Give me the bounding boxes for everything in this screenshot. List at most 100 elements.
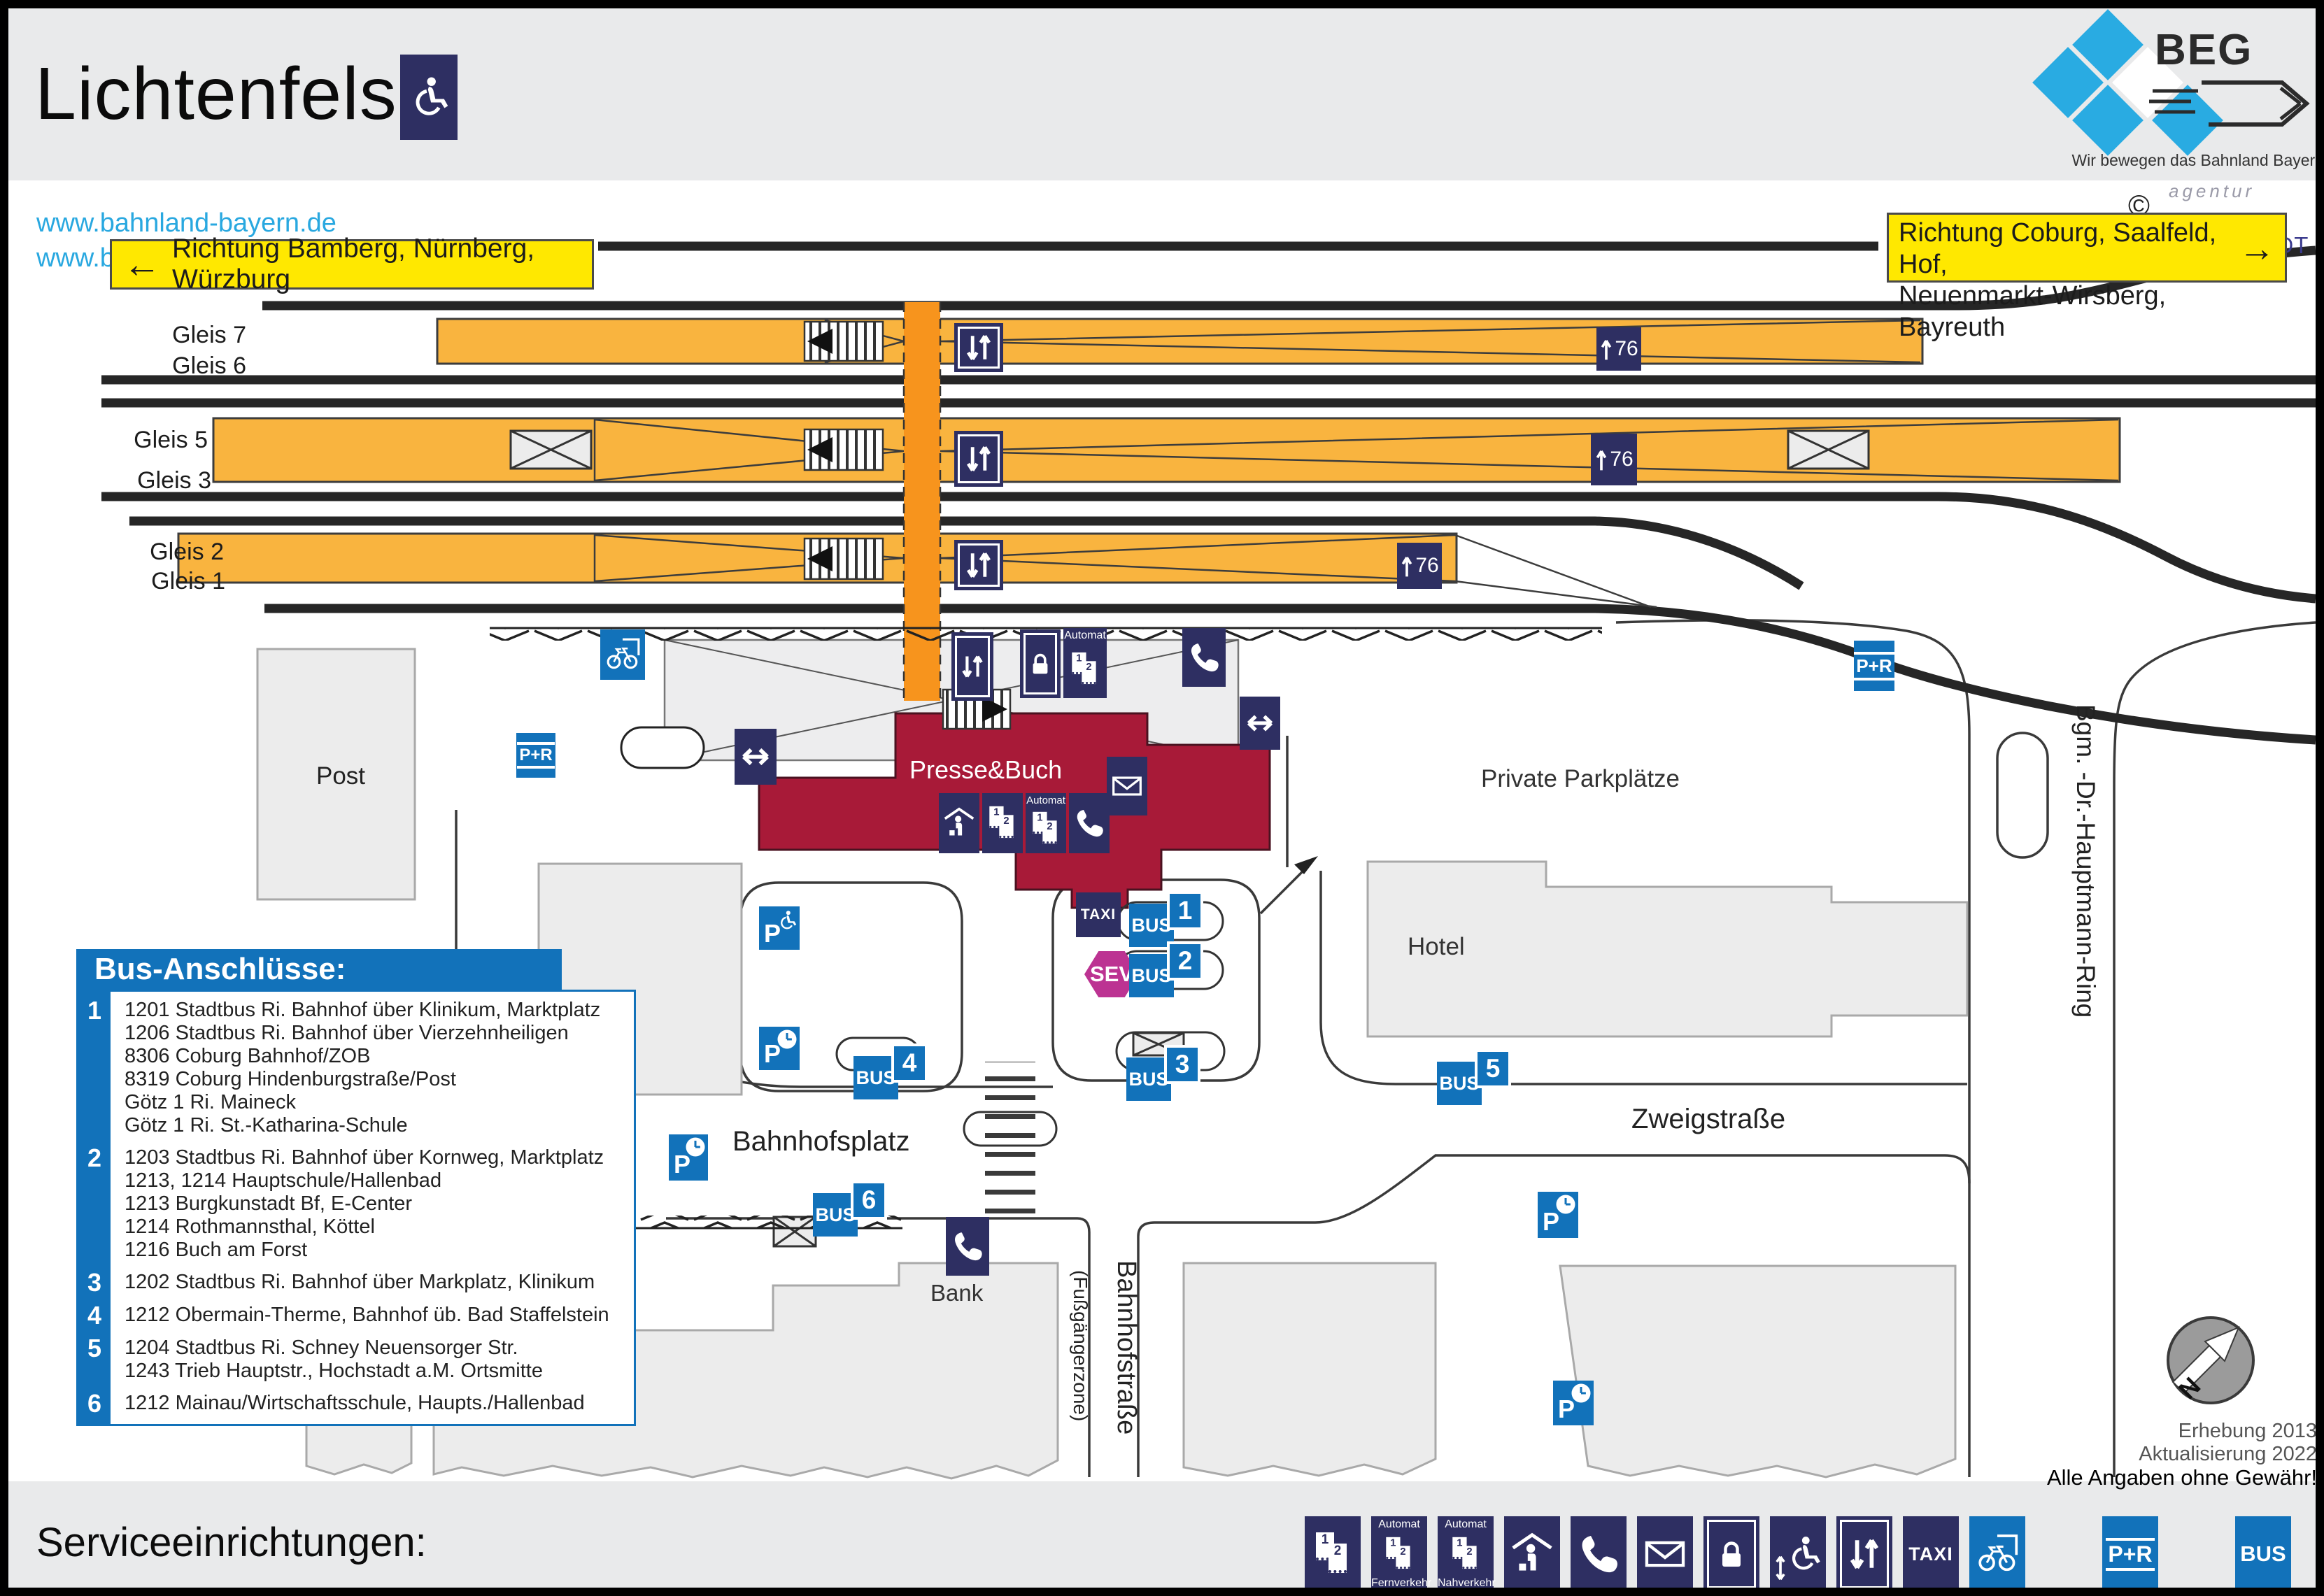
note-line: Erhebung 2013 [2178,1420,2317,1442]
park-and-ride-icon: P+R [516,733,555,778]
mailbox-icon [1637,1516,1693,1588]
park-and-ride-icon: P+R [2102,1516,2158,1588]
building-east-1 [1182,1262,1437,1477]
luggage-locker-icon [1020,629,1061,698]
station-access-icon [1240,697,1280,750]
label-zweigstrasse: Zweigstraße [1631,1104,1786,1134]
kiosk-capsule [620,726,705,769]
shelters [509,429,1870,1248]
label-gleis-2: Gleis 2 [150,539,224,565]
label-gleis-3: Gleis 3 [137,467,211,494]
service-facilities-title: Serviceeinrichtungen: [36,1520,427,1565]
note-line: Aktualisierung 2022 [2139,1443,2317,1465]
label-presse-buch: Presse&Buch [909,755,1063,784]
elevator-icon [954,540,1003,590]
survey-notes: Erhebung 2013 Aktualisierung 2022 Alle A… [2023,1420,2317,1490]
bus-stop-icon: BUS [2235,1516,2291,1588]
stairs-platform-7-6 [803,320,884,362]
luggage-locker-icon [1703,1516,1759,1588]
stairs-platform-2-1 [803,537,884,580]
north-compass [2167,1316,2255,1404]
waiting-room-icon [939,793,979,853]
building-east-2 [1559,1264,1957,1479]
hotel-building [1366,860,1969,1038]
platform-height-sign: 76 [1596,327,1641,371]
post-building [256,648,416,901]
note-disclaimer: Alle Angaben ohne Gewähr! [2046,1465,2317,1490]
bike-parking-icon [1969,1516,2025,1588]
short-term-parking-icon: P [759,1027,800,1070]
platform-height-sign: 76 [1591,434,1637,485]
beg-logo: BEG Wir bewegen das Bahnland Bayern [2002,9,2324,180]
short-term-parking-icon: P [1553,1381,1594,1425]
telephone-icon [946,1217,989,1276]
wheelchair-lift-icon [1770,1516,1826,1588]
platform-height-sign: 76 [1397,543,1442,589]
label-hotel: Hotel [1408,933,1465,960]
waiting-room-icon [1504,1516,1560,1588]
telephone-icon [1069,793,1110,853]
beg-tagline: Wir bewegen das Bahnland Bayern [2071,151,2324,169]
mailbox-icon [1107,757,1147,815]
label-gleis-1: Gleis 1 [151,568,225,594]
page-title: Lichtenfels [35,52,397,135]
elevator-icon [954,323,1003,372]
elevator-icon [954,431,1003,487]
stairs-platform-5-3 [803,428,884,471]
train-icon [2149,80,2310,127]
shelter-platform-5-3-west [509,429,593,470]
label-bank: Bank [930,1280,984,1306]
legend-title: Bus-Anschlüsse: [76,949,562,990]
label-gleis-5: Gleis 5 [134,427,208,453]
link-bahnland-bayern[interactable]: www.bahnland-bayern.de [36,208,336,238]
direction-sign-west: ← Richtung Bamberg, Nürnberg, Würzburg [110,234,594,294]
short-term-parking-icon: P [669,1134,708,1181]
beg-wordmark: BEG [2155,26,2253,74]
crosswalk [985,1062,1035,1218]
elevator-icon [951,632,993,701]
direction-sign-east: Richtung Coburg, Saalfeld, Hof,→ Neuenma… [1887,213,2287,342]
label-hauptmann-ring: Bgm. -Dr.-Hauptmann-Ring [2071,704,2100,1018]
driveway-arrow [1294,856,1318,874]
label-post: Post [316,762,366,790]
roads [455,619,2316,1477]
label-gleis-6: Gleis 6 [172,352,246,379]
label-gleis-7: Gleis 7 [172,322,246,348]
label-bahnhofsplatz: Bahnhofsplatz [732,1126,910,1157]
agency-top: agentur [2169,180,2255,201]
short-term-parking-icon: P [1538,1192,1578,1238]
arrow-left-icon: ← [123,243,161,285]
header-band [8,8,2316,180]
taxi-stand-icon: TAXI [1903,1516,1959,1588]
wheelchair-icon [400,55,458,140]
shelter-platform-5-3-east [1787,429,1870,470]
label-bahnhofstrasse: Bahnhofstraße [1112,1260,1141,1435]
legend-number-strip [78,992,111,1424]
arrow-right-icon: → [2239,229,2275,269]
taxi-stand-icon: TAXI [1076,892,1121,937]
label-fussgaengerzone: (Fußgängerzone) [1070,1270,1091,1422]
bike-parking-icon [600,629,645,680]
underpass-band [902,302,942,701]
